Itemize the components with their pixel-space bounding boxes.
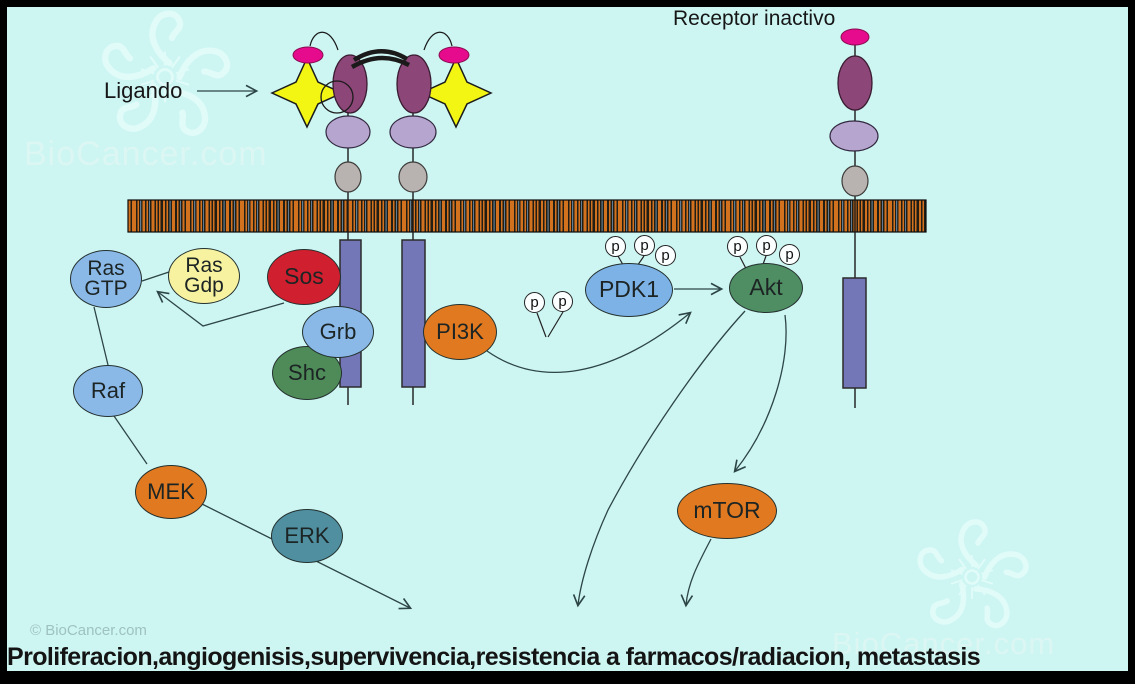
receptor-cap-right [438, 46, 470, 64]
receptor-domain2-right [389, 115, 437, 149]
inactive-receptor-domain2 [829, 120, 879, 152]
receptor-cap-left [292, 46, 324, 64]
binding-site-circle [320, 80, 354, 114]
ligand-stars [270, 56, 493, 129]
inactive-receptor-ectodomain [837, 55, 873, 111]
node-pi3k: PI3K [423, 304, 497, 360]
arrow-pi3k-to-akt [486, 311, 692, 374]
phosphate-akt-1: p [727, 236, 748, 257]
arrow-sos-to-rasgtp [156, 290, 285, 327]
link-rasgtp-raf [93, 306, 109, 366]
node-ras-gdp: Ras Gdp [168, 248, 240, 304]
node-grb: Grb [302, 306, 374, 358]
active-receptor-dimer [292, 31, 470, 193]
watermark-text-bottom-right: BioCancer.com [832, 626, 1056, 661]
node-ras-gtp: Ras GTP [70, 250, 142, 308]
receptor-ectodomain-left [332, 54, 368, 114]
node-mek: MEK [135, 465, 207, 519]
plasma-membrane [127, 199, 927, 233]
inactive-receptor-cap [840, 28, 870, 46]
phosphate-akt-2: p [756, 235, 777, 256]
node-sos: Sos [267, 249, 341, 305]
phosphate-pdk1-3: p [655, 245, 676, 266]
arrow-mtor-to-outcomes [680, 538, 712, 608]
phosphate-free-2: p [552, 291, 573, 312]
kinase-domain-2 [401, 239, 426, 388]
arrow-akt-to-mtor [733, 314, 787, 473]
node-shc: Shc [272, 346, 342, 400]
link-raf-mek [113, 415, 148, 465]
copyright-text: © BioCancer.com [30, 622, 147, 639]
dimer-arc-lower [350, 55, 411, 69]
receptor-juxtamembrane-left [334, 161, 362, 193]
kinase-domain-inactive [842, 277, 867, 389]
biocancer-logo-watermark-bottom [916, 522, 1028, 629]
ligand-star-left [270, 56, 344, 129]
node-erk: ERK [271, 509, 343, 563]
phosphate-pdk1-1: p [605, 236, 626, 257]
pathway-arrows [93, 84, 787, 610]
pathway-outcomes-text: Proliferacion,angiogenisis,supervivencia… [7, 643, 981, 671]
receptor-domain2-left [325, 115, 371, 149]
receptor-ectodomain-right [396, 54, 432, 114]
ligand-star-right [419, 56, 493, 129]
node-akt: Akt [729, 263, 803, 313]
watermark-text-top-left: BioCancer.com [24, 135, 268, 173]
cap-tether-left [309, 31, 339, 51]
dimer-arc-upper [352, 49, 409, 62]
node-pdk1: PDK1 [585, 263, 673, 317]
phosphate-pdk1-2: p [634, 235, 655, 256]
inactive-receptor [829, 28, 879, 197]
arrow-akt-to-outcomes [572, 310, 746, 608]
link-rasgtp-rasgdp [141, 271, 170, 282]
phosphate-free-1: p [524, 292, 545, 313]
ligand-label: Ligando [104, 78, 183, 103]
inactive-receptor-juxtamembrane [841, 165, 869, 197]
receptor-juxtamembrane-right [398, 161, 428, 193]
inactive-receptor-label: Receptor inactivo [673, 7, 836, 30]
node-raf: Raf [73, 365, 143, 417]
biocancer-logo-watermark-top [101, 14, 230, 137]
node-mtor: mTOR [677, 483, 777, 539]
cap-tether-right [423, 31, 453, 51]
phosphate-akt-3: p [779, 244, 800, 265]
